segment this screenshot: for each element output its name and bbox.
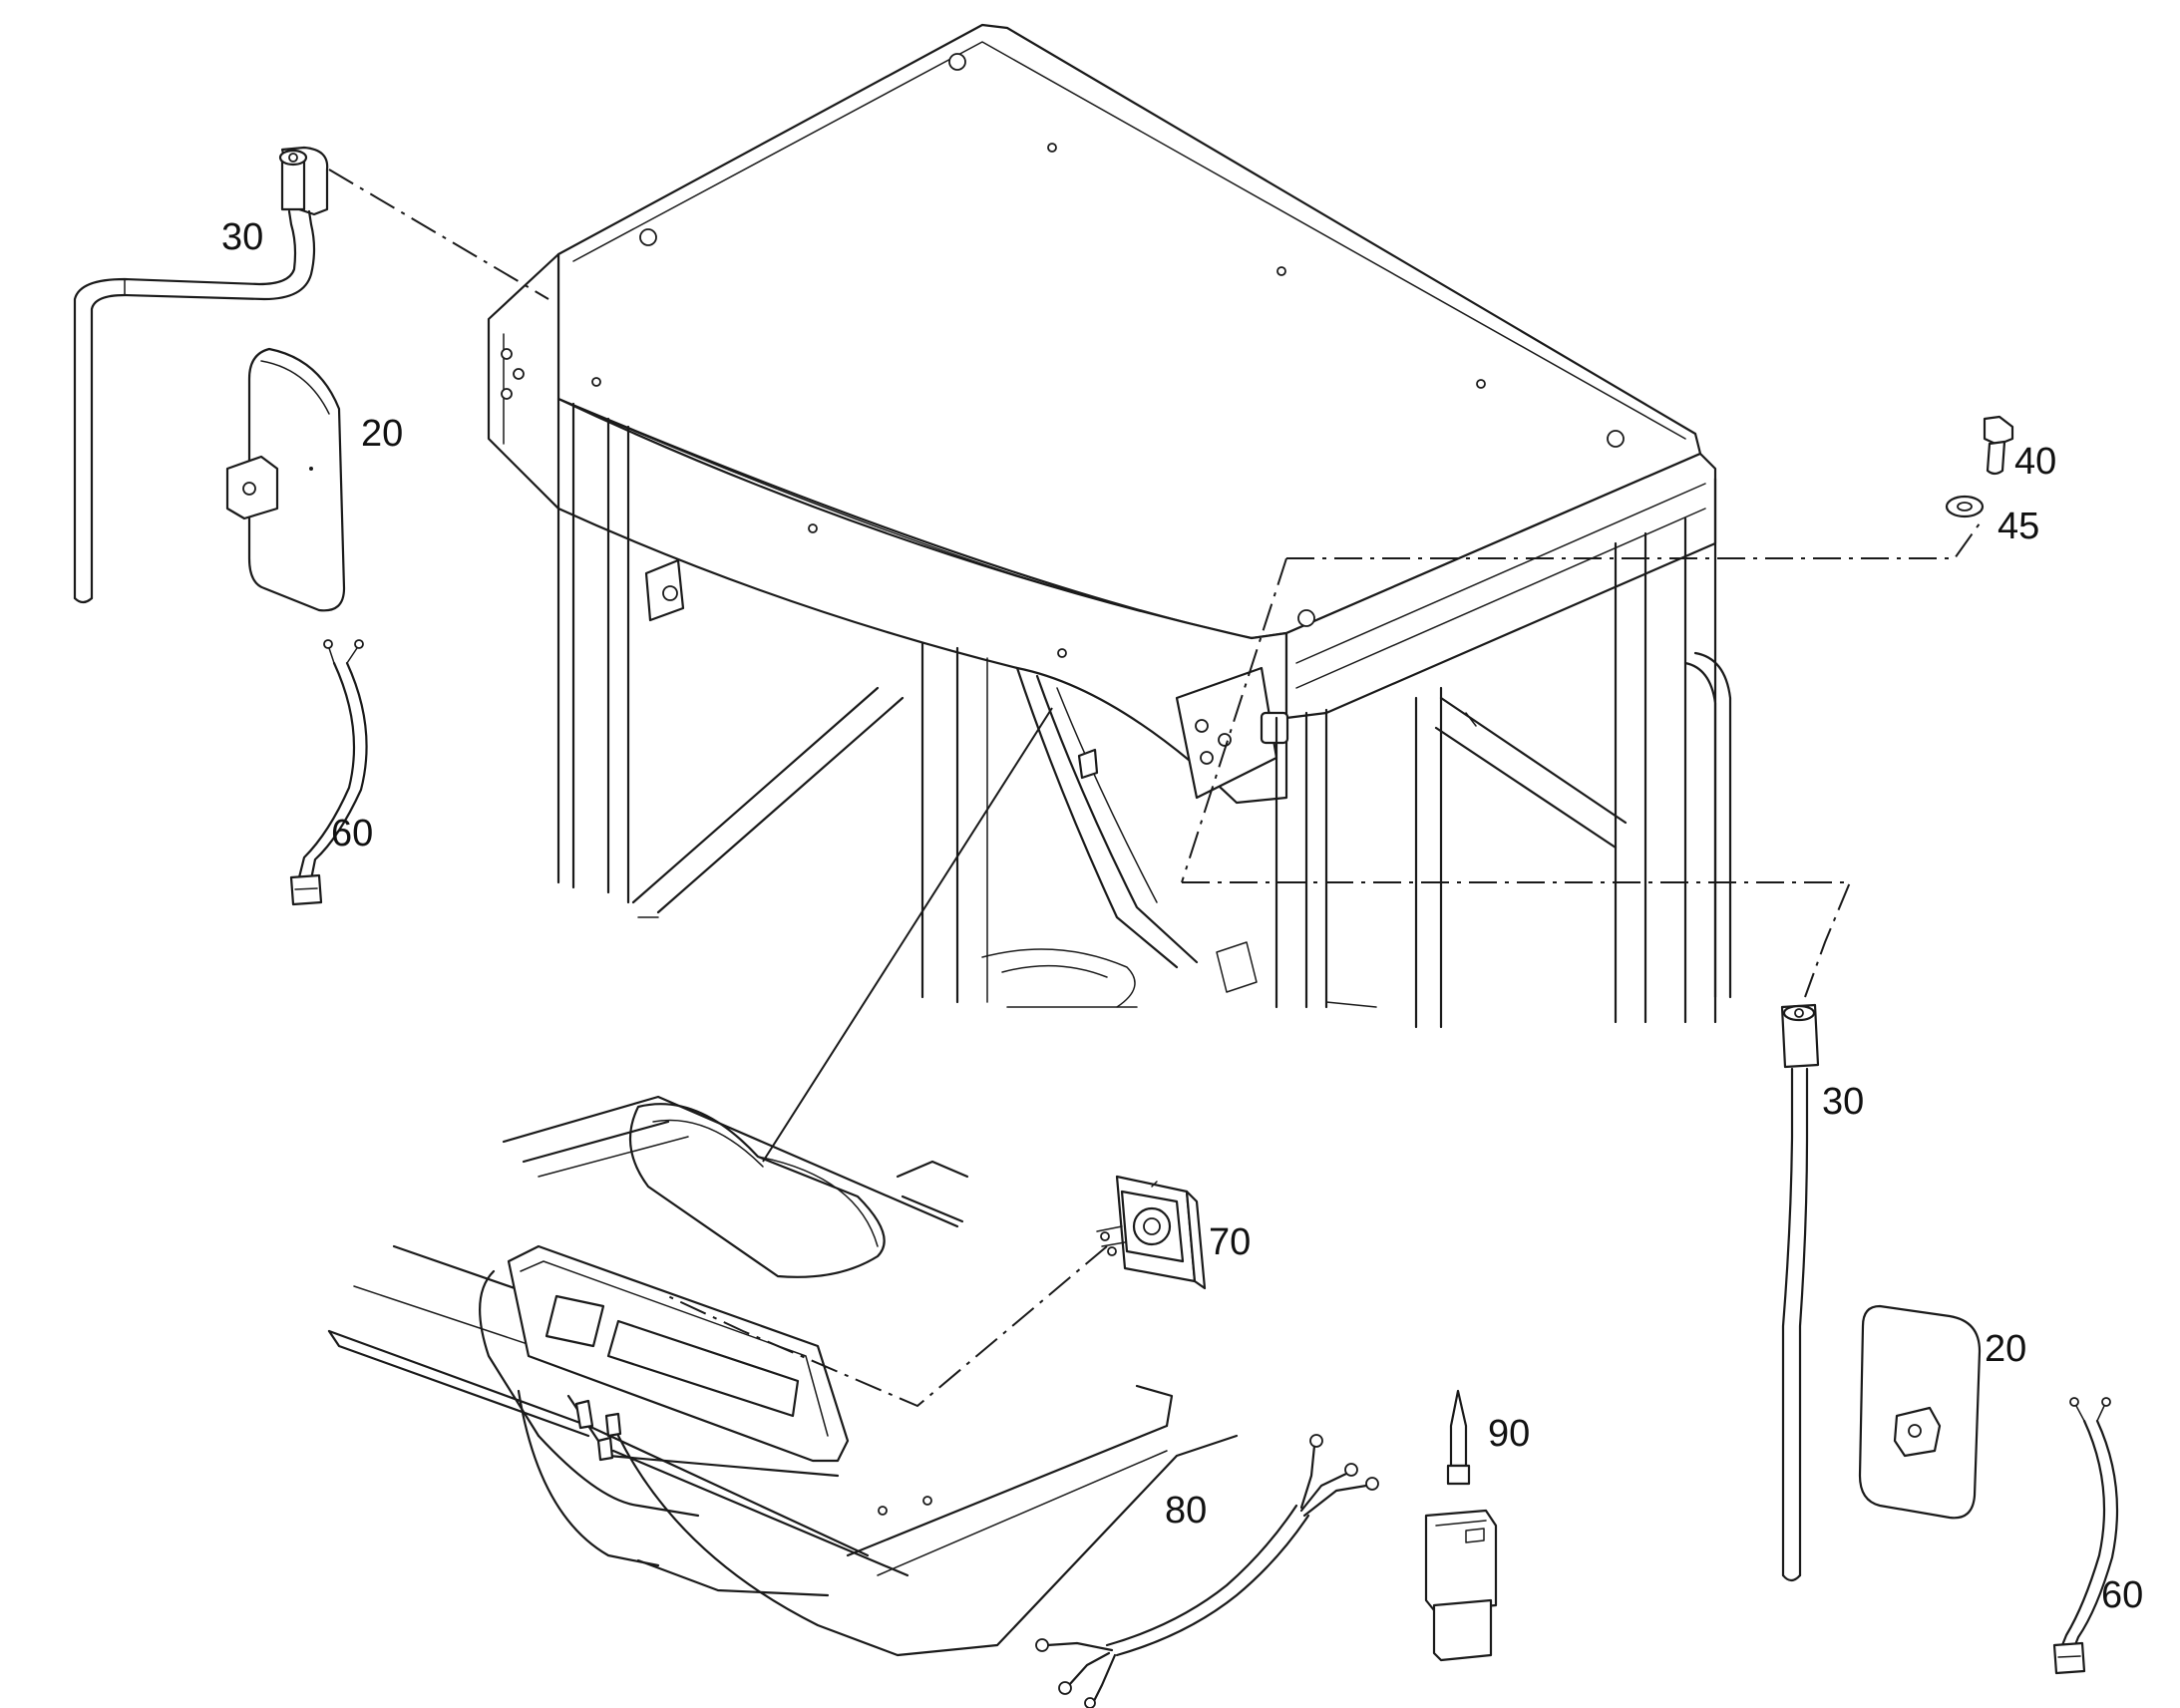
callout-labels: 30 20 60 40 45 30 20 60 70 80 90 [221,216,2143,1616]
connector-icon [1424,1389,1498,1662]
callout-mirror-head-right: 20 [1985,1328,2026,1370]
connector [1424,1389,1498,1662]
washer [1945,495,1985,518]
mirror-arm-icon [1780,1003,1820,1582]
bolt-icon [1983,415,2014,476]
mirror-switch [1096,1175,1207,1290]
callout-harness: 80 [1165,1490,1207,1532]
bolt [1983,415,2014,476]
callout-mirror-arm-left: 30 [221,216,263,258]
callout-cable-left: 60 [331,813,373,854]
callout-washer: 45 [1998,506,2039,547]
mirror-head-left [225,347,346,612]
cable-icon [289,639,368,906]
callout-bolt: 40 [2014,441,2056,483]
dashboard-console [327,1095,1239,1657]
mirror-arm-right [1780,1003,1820,1582]
mirror-head-icon [225,347,346,612]
mirror-head-icon [1858,1304,1982,1520]
assembly-lines [328,169,1981,1408]
mirror-head-right [1858,1304,1982,1520]
callout-mirror-head-left: 20 [361,413,403,455]
mirror-arm-icon [73,146,329,604]
washer-icon [1945,495,1985,518]
mirror-switch-icon [1096,1175,1207,1290]
cab-frame [487,23,1732,1029]
mirror-arm-left [73,146,329,604]
callout-mirror-arm-right: 30 [1822,1081,1864,1123]
cable-icon [2052,1397,2119,1675]
callout-cable-right: 60 [2101,1574,2143,1616]
cable-left [289,639,368,906]
cable-right [2052,1397,2119,1675]
callout-switch: 70 [1209,1221,1251,1263]
callout-connector: 90 [1488,1413,1530,1455]
wiring-harness-icon [1035,1434,1379,1708]
wiring-harness [1035,1434,1379,1708]
